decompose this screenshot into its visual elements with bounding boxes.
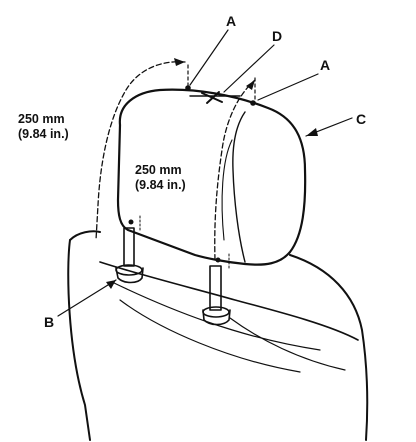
dimension-inner-in: (9.84 in.) xyxy=(135,178,186,192)
dimension-outer-mm: 250 mm xyxy=(18,112,65,126)
callout-a-left: A xyxy=(226,13,236,29)
callout-d: D xyxy=(272,28,282,44)
measurement-arcs xyxy=(95,58,256,261)
dimension-inner-mm: 250 mm xyxy=(135,163,182,177)
callout-c: C xyxy=(356,111,366,127)
dimension-outer-in: (9.84 in.) xyxy=(18,127,69,141)
center-mark-d xyxy=(189,91,241,104)
callout-a-right: A xyxy=(320,57,330,73)
headrest-post-left xyxy=(115,215,144,284)
headrest-post-right xyxy=(202,253,231,326)
point-a-right xyxy=(250,100,256,106)
leader-lines xyxy=(57,29,353,317)
seat-back xyxy=(67,230,369,441)
callout-b: B xyxy=(44,314,54,330)
headrest-body xyxy=(116,85,307,266)
point-a-left xyxy=(185,85,191,91)
